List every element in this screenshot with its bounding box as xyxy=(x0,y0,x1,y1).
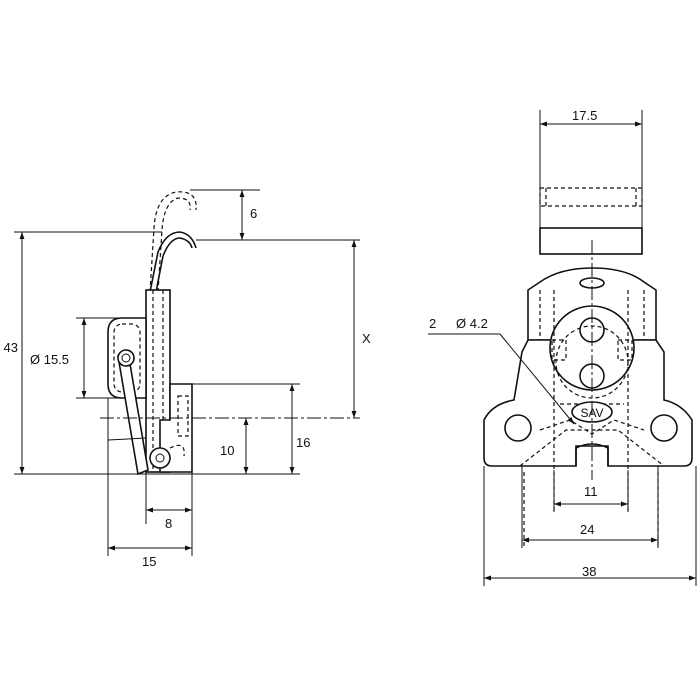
hole-leader xyxy=(499,333,575,425)
dim-w8: 8 xyxy=(165,516,172,531)
dim-hole-count: 2 xyxy=(429,316,436,331)
dim-h10: 10 xyxy=(220,443,234,458)
top-cap-open xyxy=(539,187,643,207)
dim-w15: 15 xyxy=(142,554,156,569)
dim-overall-height: 43 xyxy=(4,340,18,355)
dim-w11: 11 xyxy=(584,484,598,499)
side-view: 43 6 X Ø 15.5 10 16 8 15 xyxy=(4,189,371,569)
front-view: SAV 17.5 2 Ø 4.2 11 24 38 xyxy=(428,108,697,586)
hook-bar xyxy=(539,227,643,255)
lever-pivot-top xyxy=(117,349,135,367)
mount-hole-right xyxy=(650,414,678,442)
dim-w38: 38 xyxy=(582,564,596,579)
hook-wire xyxy=(149,231,197,293)
pivot-pin xyxy=(149,447,171,469)
dim-h16: 16 xyxy=(296,435,310,450)
dim-w24: 24 xyxy=(580,522,594,537)
dim-pin-height: 6 xyxy=(250,206,257,221)
dim-hole-diameter: Ø 4.2 xyxy=(456,316,488,331)
dim-x-length: X xyxy=(362,331,371,346)
dim-diameter: Ø 15.5 xyxy=(30,352,69,367)
dim-top-width: 17.5 xyxy=(572,108,597,123)
mount-hole-left xyxy=(504,414,532,442)
